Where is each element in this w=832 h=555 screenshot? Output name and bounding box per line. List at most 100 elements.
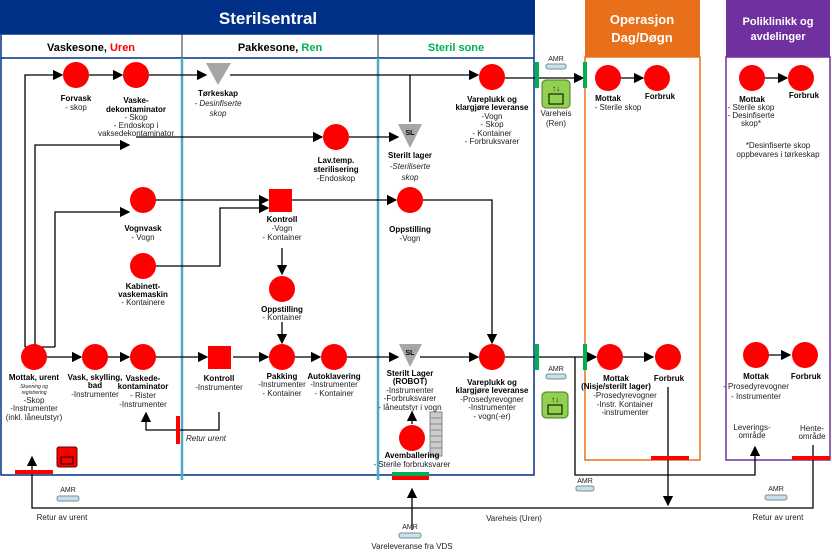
elevator-ren-icon: ↑↓ [541, 391, 569, 419]
zone-vaskesone: Vaskesone, Uren [47, 42, 135, 54]
amr-icon: AMR [545, 366, 567, 380]
henteomrade-label: område [798, 432, 826, 441]
svg-text:Vaskede-: Vaskede- [126, 374, 161, 383]
svg-text:Kontroll: Kontroll [204, 374, 235, 383]
svg-text:Forvask: Forvask [61, 94, 92, 103]
svg-text:(Ren): (Ren) [546, 119, 566, 128]
svg-text:Sterilt lager: Sterilt lager [388, 151, 432, 160]
svg-text:- Prosedyrevogner: - Prosedyrevogner [723, 382, 789, 391]
retur-urent-label: Retur urent [186, 434, 227, 443]
retur-av-urent-label: Retur av urent [753, 513, 804, 522]
node-poliklinikk-mottak-bottom: Mottak - Prosedyrevogner- Instrumenter [723, 342, 789, 401]
node-poliklinikk-forbruk-top: Forbruk [788, 65, 820, 100]
svg-text:- Desinfiserte: - Desinfiserte [727, 111, 775, 120]
doors [15, 62, 830, 480]
vareheis-uren-label: Vareheis (Uren) [486, 514, 542, 523]
svg-text:-Instrumenter: -Instrumenter [386, 386, 434, 395]
conveyor-icon [429, 411, 443, 457]
node-poliklinikk-forbruk-bottom: Forbruk [791, 342, 822, 381]
svg-text:-Prosedyrevogner: -Prosedyrevogner [593, 391, 657, 400]
elevator-ren-icon: ↑↓ Vareheis (Ren) [541, 79, 571, 128]
sterilsentral-header [0, 0, 535, 34]
node-autoklavering: Autoklavering-Instrumenter- Kontainer [307, 344, 361, 398]
svg-text:- Skop: - Skop [124, 113, 148, 122]
svg-text:skop*: skop* [741, 119, 761, 128]
svg-text:AMR: AMR [548, 56, 564, 63]
sterilsentral-panel: Sterilsentral Vaskesone, Uren Pakkesone,… [0, 0, 535, 480]
amr-icon: AMR [545, 56, 567, 70]
svg-text:AMR: AMR [60, 487, 76, 494]
operasjon-panel: Operasjon Dag/Døgn [584, 0, 701, 461]
svg-text:Mottak: Mottak [743, 372, 769, 381]
svg-text:(Nisje/sterilt lager): (Nisje/sterilt lager) [581, 382, 651, 391]
svg-text:avdelinger: avdelinger [750, 31, 806, 43]
svg-text:vaskemaskin: vaskemaskin [118, 290, 168, 299]
node-pakking: Pakking-Instrumenter- Kontainer [258, 344, 306, 398]
amr-icon: AMR [764, 486, 788, 501]
svg-text:Oppstilling: Oppstilling [389, 225, 431, 234]
svg-text:Vognvask: Vognvask [124, 224, 162, 233]
svg-text:- Desinfiserte: - Desinfiserte [194, 99, 242, 108]
svg-text:-Skop: -Skop [24, 396, 45, 405]
node-vognvask: Vognvask- Vogn [124, 187, 162, 242]
svg-text:Sterilt Lager: Sterilt Lager [387, 369, 434, 378]
node-vaskedekontaminator-top: Vaske-dekontaminator - Skop- Endoskop iv… [98, 62, 174, 138]
henteomrade-label: Hente- [800, 424, 824, 433]
svg-text:-Vogn: -Vogn [272, 224, 293, 233]
svg-text:(ROBOT): (ROBOT) [393, 377, 428, 386]
svg-text:- Sterile skop: - Sterile skop [595, 103, 642, 112]
svg-text:Mottak, urent: Mottak, urent [9, 373, 60, 382]
node-kontroll-bottom: Kontroll-Instrumenter [195, 346, 243, 392]
svg-text:-Steriliserte: -Steriliserte [390, 162, 431, 171]
amr-icon: AMR [575, 478, 595, 492]
svg-text:Pakking: Pakking [267, 372, 298, 381]
leveringsomrade-label: område [738, 431, 766, 440]
node-operasjon-mottak-top: Mottak- Sterile skop [595, 65, 642, 112]
svg-text:- Kontainer: - Kontainer [314, 389, 353, 398]
svg-text:-Instrumenter: -Instrumenter [119, 400, 167, 409]
svg-text:AMR: AMR [768, 486, 784, 493]
svg-text:-instrumenter: -instrumenter [601, 408, 648, 417]
svg-text:Oppstilling: Oppstilling [261, 305, 303, 314]
node-vaskedekontaminator-bottom: Vaskede-kontaminator - Rister-Instrument… [118, 344, 168, 409]
svg-text:↑↓: ↑↓ [552, 84, 560, 93]
svg-text:Kontroll: Kontroll [267, 215, 298, 224]
svg-text:-Instrumenter: -Instrumenter [310, 380, 358, 389]
svg-text:Dag/Døgn: Dag/Døgn [611, 30, 672, 45]
svg-text:dekontaminator: dekontaminator [106, 105, 166, 114]
svg-text:Vareplukk og: Vareplukk og [467, 378, 517, 387]
svg-text:Kabinett-: Kabinett- [126, 282, 161, 291]
node-avemballering: Avemballering- Sterile forbruksvarer [374, 425, 451, 469]
poliklinikk-note: *Desinfiserte skop [746, 141, 811, 150]
svg-text:- Kontainere: - Kontainere [121, 298, 165, 307]
retur-av-urent-label: Retur av urent [37, 513, 88, 522]
svg-text:klargjøre leveranse: klargjøre leveranse [456, 386, 529, 395]
svg-text:Vareplukk og: Vareplukk og [467, 95, 517, 104]
poliklinikk-note: oppbevares i tørkeskap [736, 150, 820, 159]
svg-text:- Kontainer: - Kontainer [262, 313, 301, 322]
svg-text:- Skop: - Skop [480, 120, 504, 129]
svg-text:- Sterile forbruksvarer: - Sterile forbruksvarer [374, 460, 451, 469]
svg-text:Forbruk: Forbruk [789, 91, 820, 100]
operasjon-title: Operasjon [610, 12, 674, 27]
leveringsomrade-label: Leverings- [733, 423, 771, 432]
svg-text:vaksedekontaminator: vaksedekontaminator [98, 129, 174, 138]
svg-text:- Kontainer: - Kontainer [262, 389, 301, 398]
svg-text:Vask, skylling,: Vask, skylling, [68, 373, 123, 382]
svg-text:-Instrumenter: -Instrumenter [258, 380, 306, 389]
svg-text:-Vogn: -Vogn [400, 234, 421, 243]
svg-text:Skanning og: Skanning og [20, 384, 48, 390]
svg-text:- Instrumenter: - Instrumenter [731, 392, 781, 401]
svg-text:-Instrumenter: -Instrumenter [195, 383, 243, 392]
svg-text:Mottak: Mottak [603, 374, 629, 383]
svg-text:-Endoskop: -Endoskop [317, 174, 356, 183]
svg-text:(inkl. låneutstyr): (inkl. låneutstyr) [6, 413, 63, 422]
node-forvask: Forvask- skop [61, 62, 92, 112]
svg-text:- vogn(-er): - vogn(-er) [473, 412, 511, 421]
svg-text:registrering: registrering [21, 390, 46, 396]
